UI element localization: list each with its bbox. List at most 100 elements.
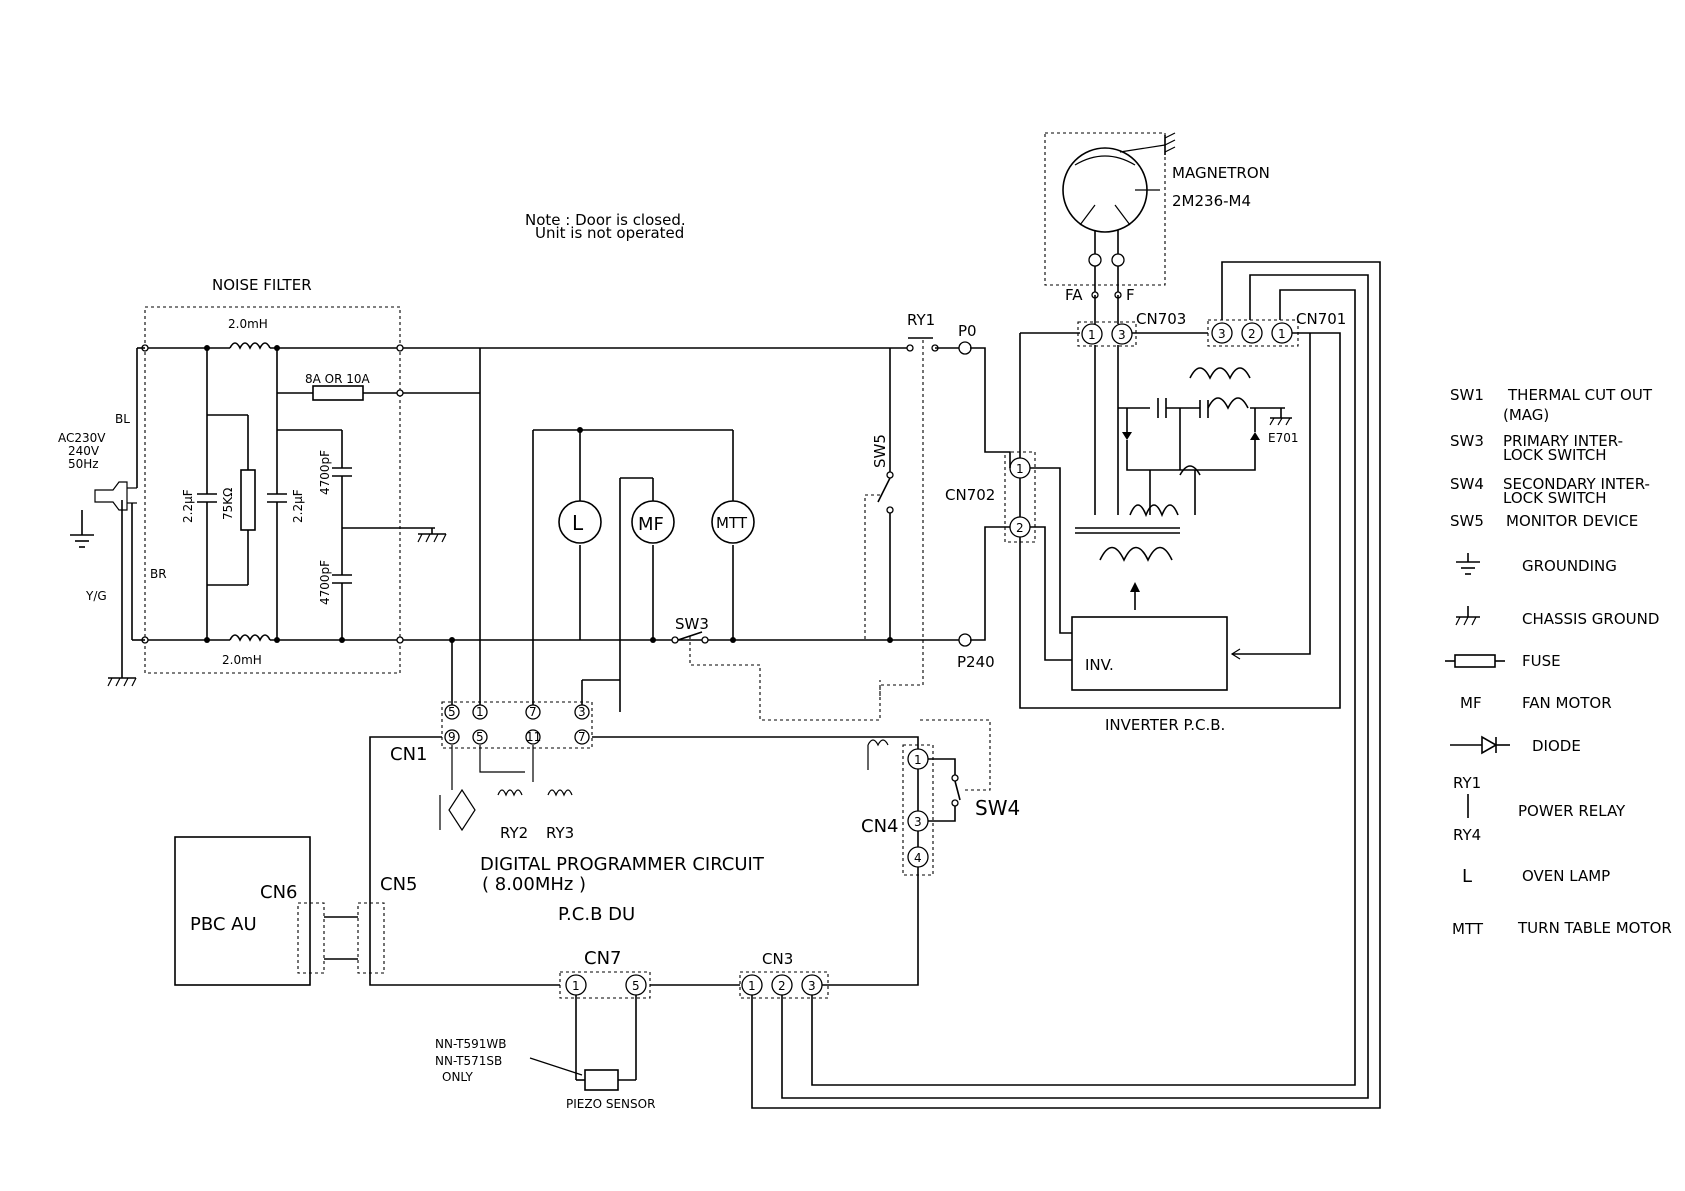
cn1-pin: 9 — [448, 730, 456, 744]
cn1-pin: 3 — [578, 705, 586, 719]
magnetron-label: MAGNETRON — [1172, 164, 1270, 182]
legend-text: PRIMARY INTER- — [1503, 432, 1623, 450]
sw5-switch: SW5 P240 — [864, 348, 995, 671]
power-supply: BL BR Y/G AC230V 240V 50Hz — [58, 347, 167, 687]
cap1-label: 2.2μF — [181, 489, 195, 523]
legend: SW1 THERMAL CUT OUT (MAG) SW3 PRIMARY IN… — [1445, 386, 1672, 938]
cn701-label: CN701 — [1296, 310, 1346, 328]
chassis-ground-icon — [417, 528, 447, 543]
cn1-pin: 1 — [476, 705, 484, 719]
legend-text2: LOCK SWITCH — [1503, 489, 1607, 507]
cn3-pin: 1 — [748, 979, 756, 993]
legend-text: POWER RELAY — [1518, 802, 1626, 820]
legend-sym: MTT — [1452, 920, 1484, 938]
inductor-bottom — [229, 634, 271, 642]
noise-filter-box — [144, 306, 401, 674]
fuse-icon — [1445, 654, 1505, 668]
diode-icon — [1450, 735, 1510, 755]
cap4-label: 4700pF — [318, 560, 332, 605]
legend-item: RY1 RY4 POWER RELAY — [1453, 774, 1626, 844]
cn7-pin: 5 — [632, 979, 640, 993]
noise-filter: NOISE FILTER 2.0mH 2.0mH 2.2μF 75KΩ 2.2μ… — [141, 276, 960, 674]
legend-sym: L — [1462, 866, 1472, 887]
legend-item: GROUNDING — [1456, 553, 1617, 575]
ry3-label: RY3 — [546, 824, 574, 842]
chassis-ground-icon — [107, 670, 137, 687]
cn3-connector: CN3 1 2 3 — [739, 261, 1381, 1109]
frequency: 50Hz — [68, 457, 99, 471]
cn4-pin: 3 — [914, 815, 922, 829]
cn703-pin: 1 — [1088, 328, 1096, 342]
legend-text: MONITOR DEVICE — [1506, 512, 1638, 530]
piezo-sensor — [584, 1069, 619, 1091]
legend-sym: SW1 — [1450, 386, 1484, 404]
legend-item: SW3 PRIMARY INTER- LOCK SWITCH — [1450, 432, 1623, 464]
cn702-pin: 2 — [1016, 521, 1024, 535]
resistor-label: 75KΩ — [221, 488, 235, 520]
magnetron: MAGNETRON 2M236-M4 FA F — [1044, 132, 1270, 304]
sw3-label: SW3 — [675, 615, 709, 633]
legend-sym: MF — [1460, 694, 1482, 712]
oven-lamp-label: L — [572, 511, 584, 535]
resistor-75k — [240, 469, 256, 531]
legend-item: SW1 THERMAL CUT OUT (MAG) — [1450, 386, 1653, 424]
fuse-label: 8A OR 10A — [305, 372, 371, 386]
magnetron-model: 2M236-M4 — [1172, 192, 1251, 210]
inverter-pcb-label: INVERTER P.C.B. — [1105, 716, 1225, 734]
pbc-au: PBC AU CN6 CN5 — [174, 836, 418, 986]
legend-text: FUSE — [1522, 652, 1561, 670]
ry2-label: RY2 — [500, 824, 528, 842]
cap3-label: 4700pF — [318, 450, 332, 495]
oven-lamp: L — [558, 500, 602, 544]
legend-item: MF FAN MOTOR — [1460, 694, 1612, 712]
legend-item: SW4 SECONDARY INTER- LOCK SWITCH — [1450, 475, 1650, 507]
bridge-rectifier-icon — [439, 745, 476, 832]
fa-label: FA — [1065, 286, 1083, 304]
legend-sym: RY1 — [1453, 774, 1481, 792]
ry1-label: RY1 — [907, 311, 935, 329]
grounding-icon — [1456, 553, 1480, 575]
dpc-board: DIGITAL PROGRAMMER CIRCUIT ( 8.00MHz ) P… — [369, 736, 919, 986]
cn701-pin: 3 — [1218, 327, 1226, 341]
inductor-top — [229, 342, 271, 350]
grounding-icon — [70, 534, 94, 548]
dpc-title: DIGITAL PROGRAMMER CIRCUIT — [480, 854, 765, 875]
legend-item: DIODE — [1450, 735, 1581, 755]
cn1-pins-bottom: 9 5 11 7 — [444, 729, 590, 745]
inv-box — [1071, 616, 1228, 691]
cn1-pins-top: 5 1 7 3 — [444, 704, 590, 720]
cn5-label: CN5 — [380, 874, 418, 895]
chassis-ground-icon — [1269, 408, 1292, 426]
chassis-ground-icon — [1455, 606, 1480, 626]
turntable-motor: MTT — [711, 500, 755, 544]
legend-text: CHASSIS GROUND — [1522, 610, 1659, 628]
bl-label: BL — [115, 412, 130, 426]
cn4-connector: CN4 1 3 4 SW4 — [861, 719, 1020, 876]
cn703-pin: 3 — [1118, 328, 1126, 342]
magnetron-tube-icon — [1062, 147, 1148, 233]
fan-motor-label: MF — [638, 514, 664, 535]
cn1-pin: 5 — [476, 730, 484, 744]
legend-text2: LOCK SWITCH — [1503, 446, 1607, 464]
inv-label: INV. — [1085, 656, 1114, 674]
legend-text: TURN TABLE MOTOR — [1517, 919, 1672, 937]
cn701-pin: 1 — [1278, 327, 1286, 341]
legend-item: CHASSIS GROUND — [1455, 606, 1659, 628]
cn7-connector: CN7 1 5 NN-T591WB NN-T571SB ONLY PIEZO S… — [435, 948, 740, 1111]
cn4-pin: 4 — [914, 851, 922, 865]
dpc-pcb-label: P.C.B DU — [558, 904, 635, 925]
ry3-coil — [547, 789, 573, 797]
voltage-1: AC230V — [58, 431, 106, 445]
br-label: BR — [150, 567, 167, 581]
piezo-sensor-label: PIEZO SENSOR — [566, 1097, 655, 1111]
legend-text: GROUNDING — [1522, 557, 1617, 575]
p0-label: P0 — [958, 322, 977, 340]
inductor-bottom-label: 2.0mH — [222, 653, 262, 667]
cn7-label: CN7 — [584, 948, 622, 969]
cap2-label: 2.2μF — [291, 489, 305, 523]
cn702-label: CN702 — [945, 486, 995, 504]
sw3-switch: SW3 — [671, 615, 881, 721]
sw5-label: SW5 — [871, 434, 889, 468]
legend-text: THERMAL CUT OUT — [1507, 386, 1653, 404]
